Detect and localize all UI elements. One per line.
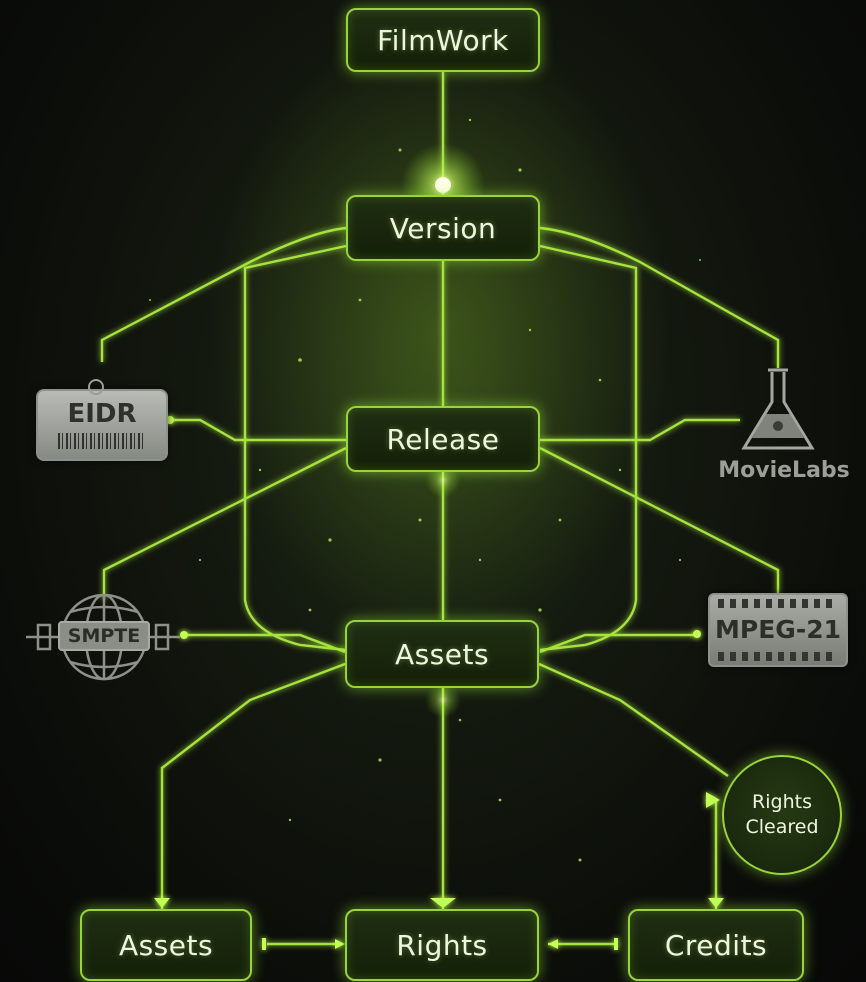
eidr-label: EIDR: [67, 399, 137, 429]
link-assets-bottom-assets: [160, 662, 346, 909]
eidr-tag: EIDR: [36, 379, 168, 461]
node-assets-label: Assets: [394, 637, 490, 671]
dot-smpte: [180, 631, 188, 639]
rights-cleared-badge[interactable]: Rights Cleared: [722, 755, 842, 875]
node-filmwork[interactable]: FilmWork: [346, 8, 540, 72]
node-version-label: Version: [389, 211, 497, 245]
node-bottom-rights-label: Rights: [396, 928, 488, 962]
arrowhead-to-rights-left: [335, 939, 345, 949]
link-eidr-release: [168, 418, 346, 442]
node-bottom-credits[interactable]: Credits: [628, 909, 804, 981]
mpeg-label: MPEG-21: [715, 615, 841, 644]
smpte-label: SMPTE: [58, 621, 150, 651]
film-strip-bottom: [718, 652, 838, 661]
node-bottom-rights[interactable]: Rights: [345, 909, 539, 981]
link-release-smpte: [102, 446, 347, 600]
film-strip-icon: [718, 599, 838, 608]
link-assets-mpeg: [539, 633, 700, 654]
node-bottom-credits-label: Credits: [664, 928, 768, 962]
link-version-assets-left: [243, 244, 347, 652]
arrowhead-rights-cleared: [706, 792, 720, 808]
link-version-movielabs: [539, 226, 780, 368]
burst-assets: [425, 682, 461, 718]
barcode-tag-icon: [58, 433, 146, 449]
arrowhead-to-rights-right: [548, 939, 558, 949]
terminal-credits: [614, 938, 618, 950]
dot-mpeg: [693, 630, 701, 638]
connections: [100, 72, 780, 946]
terminal-bottom-assets: [262, 938, 266, 950]
background-haze: [210, 10, 670, 650]
arrowhead-credits: [708, 898, 724, 908]
node-bottom-assets[interactable]: Assets: [80, 909, 252, 981]
link-assets-rights-cleared: [538, 662, 729, 777]
rights-cleared-line2: Cleared: [745, 816, 819, 838]
link-version-eidr: [100, 226, 347, 362]
link-version-assets-right: [539, 244, 638, 652]
node-filmwork-label: FilmWork: [377, 23, 509, 57]
tag-ring-icon: [88, 379, 104, 395]
node-assets[interactable]: Assets: [345, 620, 539, 688]
arrowhead-rights: [430, 898, 456, 908]
mpeg-badge: MPEG-21: [708, 593, 848, 667]
arrowhead-bottom-assets: [154, 898, 170, 908]
movielabs-label: MovieLabs: [718, 458, 850, 483]
node-release[interactable]: Release: [346, 406, 540, 472]
particles: [149, 118, 701, 862]
node-version[interactable]: Version: [346, 195, 540, 261]
dot-eidr: [166, 416, 174, 424]
node-release-label: Release: [386, 422, 500, 456]
link-smpte-assets: [182, 633, 346, 654]
link-release-movielabs: [540, 418, 740, 442]
link-release-mpeg: [539, 446, 780, 595]
node-bottom-assets-label: Assets: [118, 928, 214, 962]
rights-cleared-line1: Rights: [752, 791, 812, 813]
flask-icon: [741, 368, 815, 450]
burst-core: [435, 177, 451, 193]
arrowheads: [154, 416, 724, 950]
